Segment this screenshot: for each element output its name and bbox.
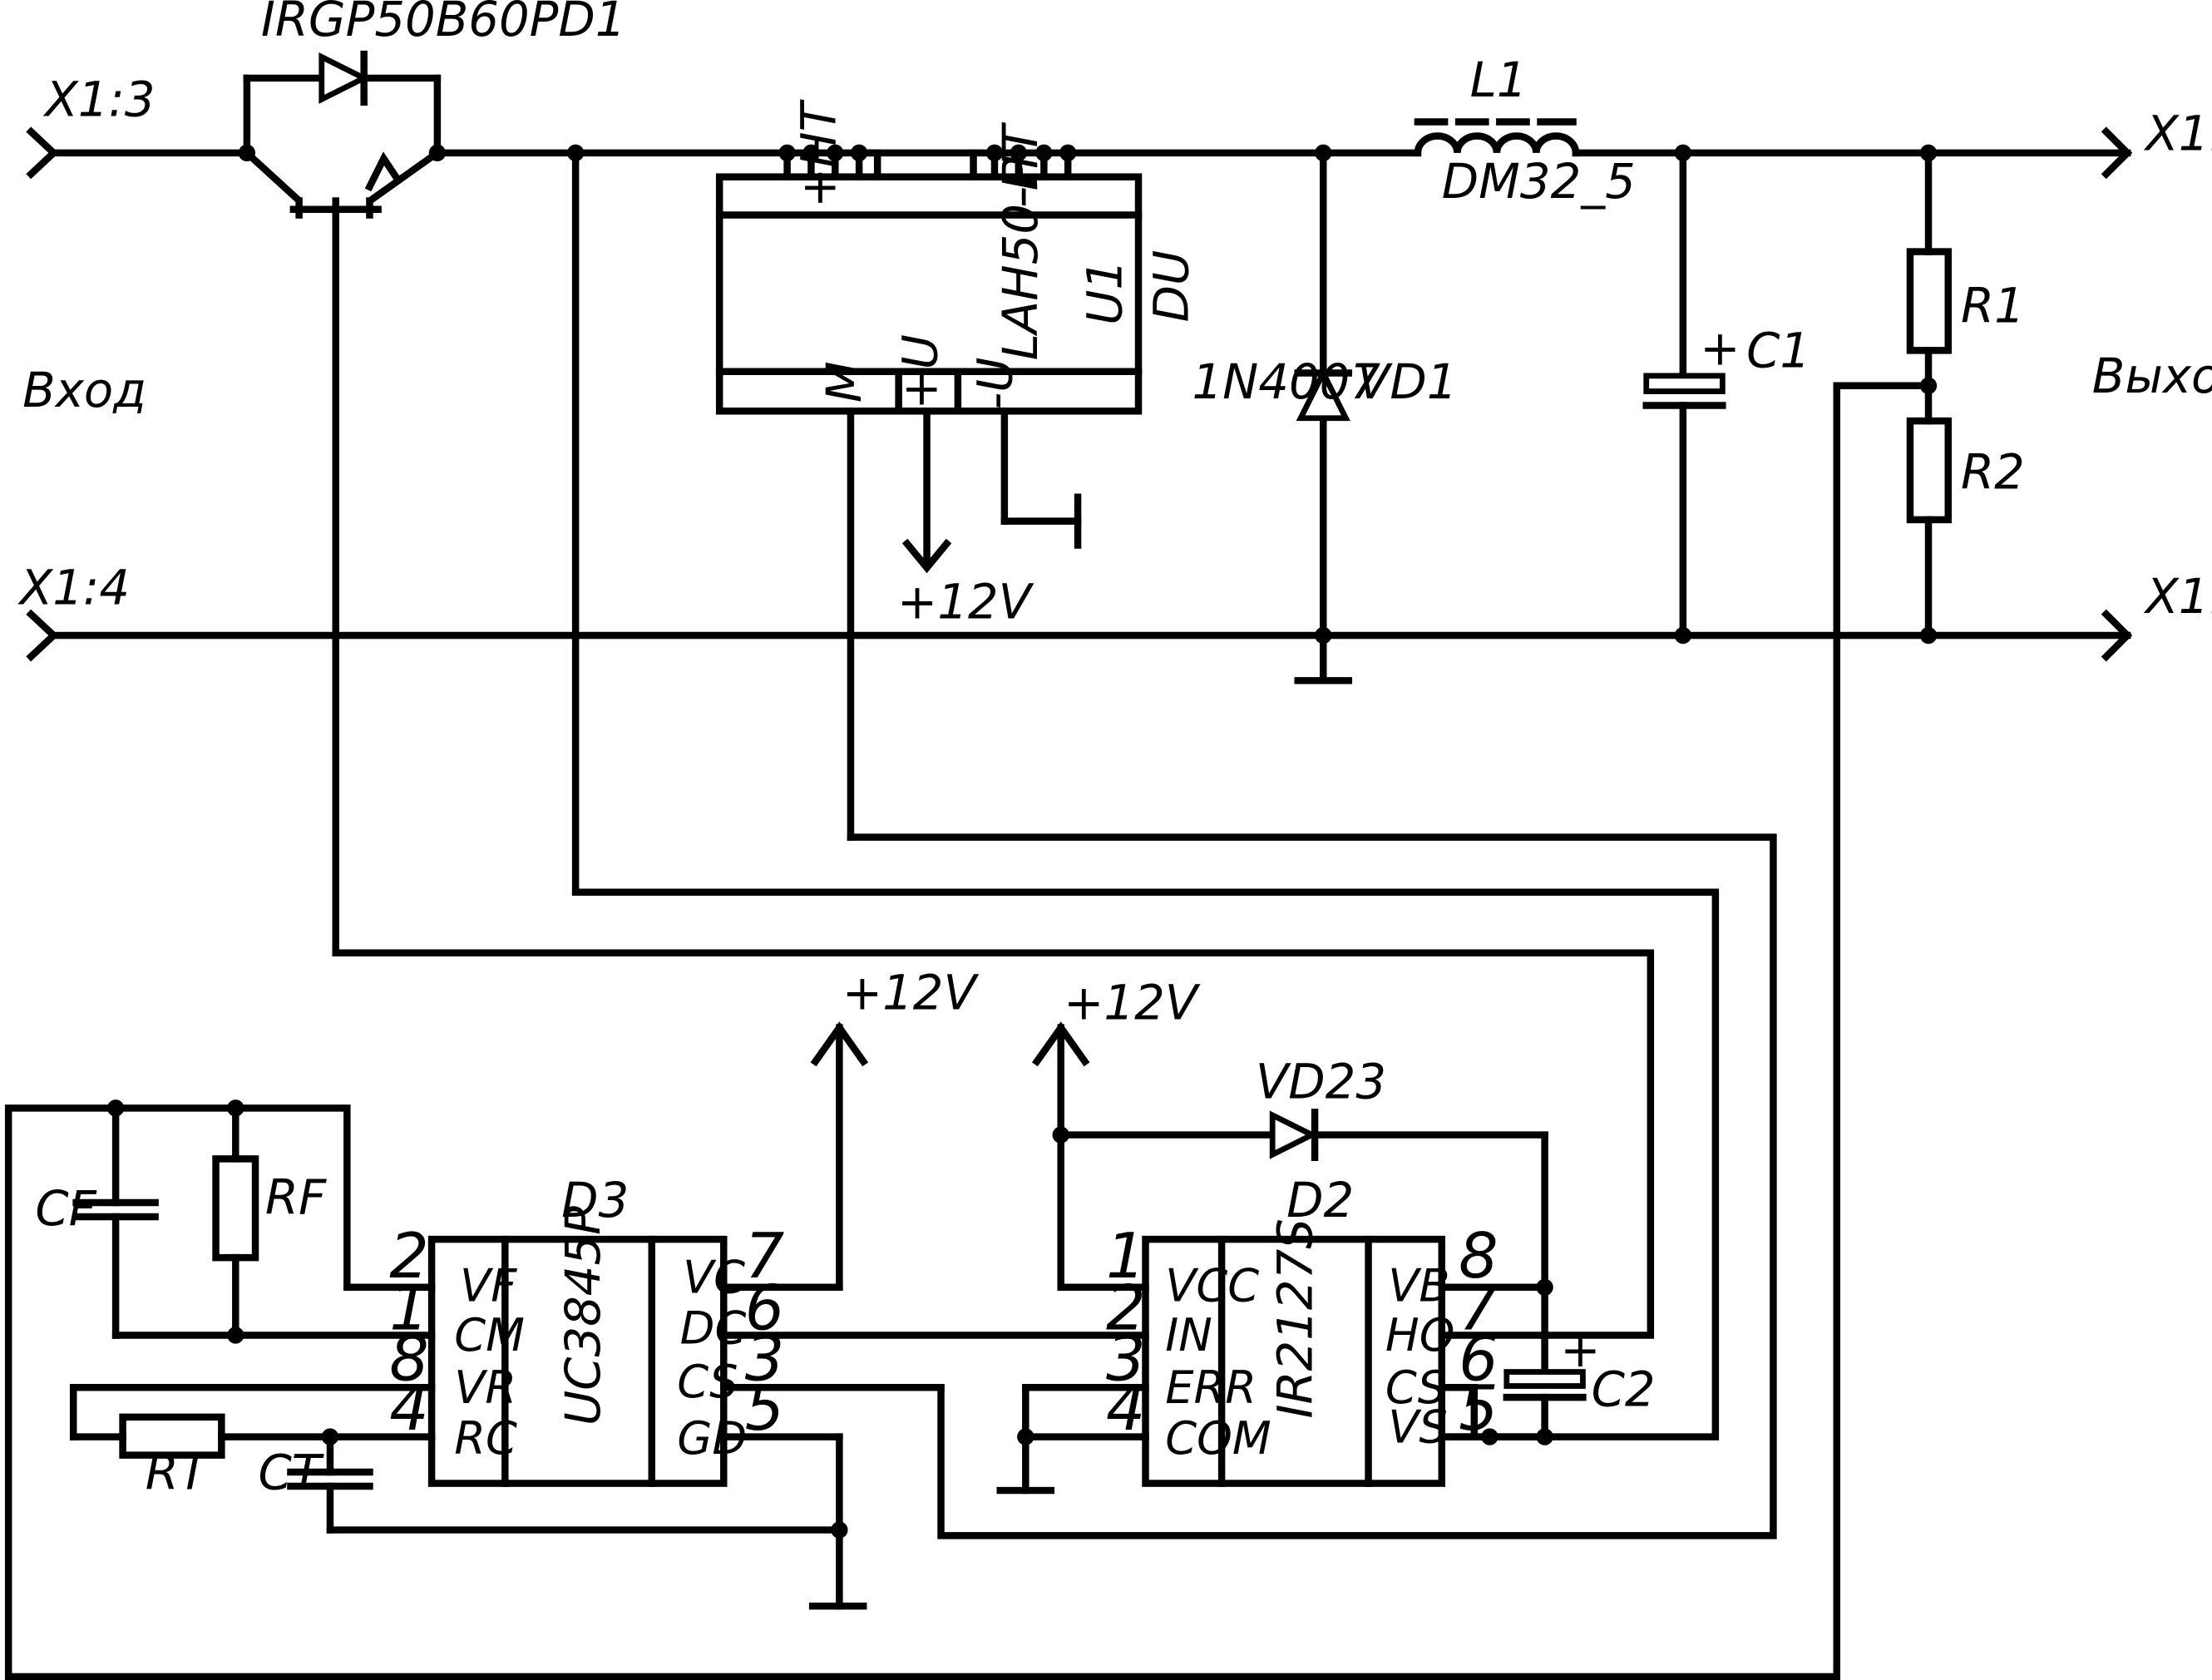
sensor-supply-label: +12V xyxy=(897,574,1034,630)
capacitor-c2: + C2 xyxy=(1503,1322,1656,1445)
sensor-pin-minus-u: -U xyxy=(966,358,1023,410)
d2-pin-vb: VB xyxy=(1388,1260,1449,1312)
d3-pin-7-num: 7 xyxy=(745,1220,784,1292)
connector-x14: X1:4 xyxy=(17,560,2131,662)
d3-pin-cm: CM xyxy=(454,1309,525,1361)
vd1-part-label: 1N4007 xyxy=(1192,353,1380,410)
d3-pin-rc: RC xyxy=(454,1412,517,1465)
connector-x11: X1:1 xyxy=(2101,105,2212,180)
d3-pin-2-num: 2 xyxy=(389,1220,428,1292)
d3-pin-vf: VF xyxy=(460,1260,517,1312)
driver-d2: D2 IR2127S 1 2 3 4 VCC IN ERR COM 8 7 6 … xyxy=(996,974,1548,1495)
d2-pin-4-num: 4 xyxy=(1106,1372,1145,1445)
ct-label: CT xyxy=(258,1444,323,1500)
r1-label: R1 xyxy=(1961,277,2025,334)
inductor-l1: L1 DM32_5 xyxy=(1414,52,1636,210)
c1-plus-label: + xyxy=(1700,319,1740,376)
d2-pin-6-num: 6 xyxy=(1459,1323,1498,1396)
connector-x12-label: X1:2 xyxy=(2143,568,2212,625)
d2-ref-label: D2 xyxy=(1286,1172,1354,1228)
igbt-part-label: IRGP50B60PD1 xyxy=(261,0,626,47)
connector-x13: X1:3 xyxy=(26,72,251,180)
d2-pin-8-num: 8 xyxy=(1459,1220,1498,1292)
cf-rf-network: CF RF xyxy=(35,1099,327,1344)
d3-pin-1-num: 1 xyxy=(389,1272,428,1345)
d2-part-label: IR2127S xyxy=(1267,1218,1324,1418)
divider-r1-r2: R1 R2 xyxy=(1833,149,2025,1680)
d2-pin-5-num: 5 xyxy=(1459,1372,1498,1445)
connector-x11-label: X1:1 xyxy=(2143,105,2212,161)
capacitor-c1: + C1 xyxy=(1642,149,1810,645)
d3-ref-label: D3 xyxy=(561,1172,629,1228)
input-label: Вход xyxy=(22,362,146,418)
vd23-label: VD23 xyxy=(1256,1053,1386,1109)
d3-pin-5-num: 5 xyxy=(745,1372,784,1445)
c2-ref-label: C2 xyxy=(1592,1361,1656,1417)
d2-pin-cs: CS xyxy=(1385,1361,1446,1414)
output-label: Выход xyxy=(2092,348,2212,404)
d2-pin-3-num: 3 xyxy=(1106,1323,1145,1396)
d2-pin-vcc: VCC xyxy=(1165,1260,1259,1312)
rf-label: RF xyxy=(265,1169,327,1226)
sensor-pin-ht2: -HT xyxy=(992,122,1049,208)
d3-pin-4-num: 4 xyxy=(389,1372,428,1445)
sensor-part-label: LAH50-P xyxy=(992,157,1049,360)
d3-pin-6-num: 6 xyxy=(745,1272,784,1345)
wire-vs-to-rail xyxy=(571,888,1720,1440)
connector-x13-label: X1:3 xyxy=(42,72,155,128)
d2-pin-in: IN xyxy=(1165,1309,1212,1361)
d2-pin-7-num: 7 xyxy=(1459,1272,1498,1345)
d2-pin-vs: VS xyxy=(1388,1401,1448,1453)
sensor-u1: +HT -HT LAH50-P U1 DU M +U -U +12V xyxy=(715,99,1199,841)
d2-pin-ho: HO xyxy=(1385,1309,1455,1361)
d2-pin-2-num: 2 xyxy=(1106,1272,1145,1345)
d2-supply-label: +12V xyxy=(1064,974,1201,1030)
d3-pin-cs: CS xyxy=(677,1356,738,1408)
vd1-ref-label: VD1 xyxy=(1357,353,1458,410)
d3-pin-8-num: 8 xyxy=(389,1323,428,1396)
sensor-pin-m: M xyxy=(816,361,872,403)
sensor-pin-ht1: +HT xyxy=(790,99,847,208)
connector-x14-label: X1:4 xyxy=(17,560,130,616)
d3-pin-vc: VC xyxy=(683,1252,745,1304)
d3-pin-vr: VR xyxy=(454,1361,516,1414)
sensor-ref-label: U1 xyxy=(1077,259,1133,325)
l1-value-label: DM32_5 xyxy=(1442,153,1636,210)
diode-vd1: 1N4007 VD1 xyxy=(1192,144,1458,684)
d3-supply-label: +12V xyxy=(842,965,980,1021)
d3-pin-3-num: 3 xyxy=(745,1323,784,1396)
diode-vd23: VD23 xyxy=(1057,1053,1553,1376)
sensor-pin-plus-u: +U xyxy=(891,334,948,410)
d2-pin-com: COM xyxy=(1165,1412,1271,1465)
igbt-transistor: IRGP50B60PD1 xyxy=(238,0,626,956)
rt-ct-network: RT CT xyxy=(69,1383,843,1534)
d2-pin-err: ERR xyxy=(1165,1361,1257,1414)
c2-plus-label: + xyxy=(1560,1322,1600,1378)
d3-part-label: UC3845P xyxy=(555,1206,611,1426)
rt-label: RT xyxy=(146,1444,211,1500)
connector-x12: X1:2 xyxy=(2101,568,2212,662)
c1-ref-label: C1 xyxy=(1746,323,1810,379)
cf-label: CF xyxy=(35,1180,96,1237)
r2-label: R2 xyxy=(1961,444,2025,501)
controller-d3: D3 UC3845P 2 1 8 4 VF CM VR RC 7 6 3 5 V… xyxy=(69,965,1149,1610)
l1-ref-label: L1 xyxy=(1470,52,1528,108)
d3-pin-gd: GD xyxy=(677,1412,747,1465)
wire-gate-drive xyxy=(332,949,1655,1339)
sensor-type-label: DU xyxy=(1143,250,1199,323)
d2-pin-1-num: 1 xyxy=(1106,1220,1145,1292)
d3-pin-dc: DC xyxy=(680,1302,747,1355)
